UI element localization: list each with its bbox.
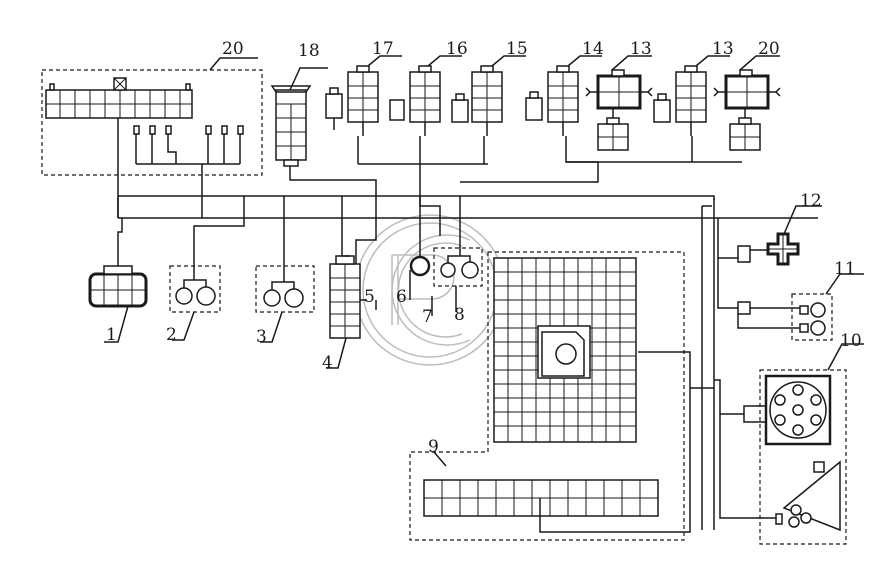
- component-18-relay: 17: [325, 39, 402, 164]
- label-6: 6: [396, 287, 407, 307]
- main-harness: [117, 195, 818, 530]
- component-14-relay: 13: [653, 39, 734, 162]
- label-7: 7: [422, 307, 433, 327]
- label-8: 8: [454, 305, 465, 325]
- component-19-relay-block: 18: [270, 41, 377, 220]
- label-20: 20: [222, 39, 244, 59]
- label-4: 4: [322, 353, 333, 373]
- component-12-cross-connector: 12: [717, 191, 822, 266]
- label-2: 2: [166, 325, 177, 345]
- component-9-controller: 9: [409, 251, 714, 541]
- component-16-relay: 15: [451, 39, 528, 164]
- label-19: 18: [298, 41, 320, 61]
- component-3-lamps: 3: [255, 262, 315, 347]
- component-17-relay: 16: [389, 39, 468, 164]
- component-4-module: 4: [322, 244, 361, 373]
- component-11-lamps: 11: [717, 258, 864, 341]
- label-18: 17: [372, 39, 394, 59]
- label-13b: 20: [758, 39, 780, 59]
- component-2-lamps: 2: [166, 262, 221, 345]
- label-9: 9: [428, 437, 439, 457]
- component-13a-cross-relay: 13: [585, 39, 653, 151]
- label-12: 12: [800, 191, 822, 211]
- label-13a: 13: [630, 39, 652, 59]
- wire-right-relays-bus: [460, 161, 742, 183]
- label-15: 14: [582, 39, 604, 59]
- label-17: 16: [446, 39, 468, 59]
- component-1-battery: 1: [88, 252, 148, 345]
- watermark-logo: [354, 214, 506, 366]
- label-16: 15: [506, 39, 528, 59]
- components-5-8-sensors: 5 6 7 8: [364, 244, 483, 327]
- label-3: 3: [256, 327, 267, 347]
- label-11: 11: [834, 259, 856, 279]
- component-20-assembly: 20: [41, 39, 263, 218]
- label-10: 10: [840, 331, 862, 351]
- label-5: 5: [364, 287, 375, 307]
- component-10-connector-unit: 10: [714, 331, 864, 545]
- label-1: 1: [106, 325, 117, 345]
- component-15-relay: 14: [525, 39, 604, 163]
- label-14: 13: [712, 39, 734, 59]
- component-13b-cross-relay: 20: [713, 39, 781, 151]
